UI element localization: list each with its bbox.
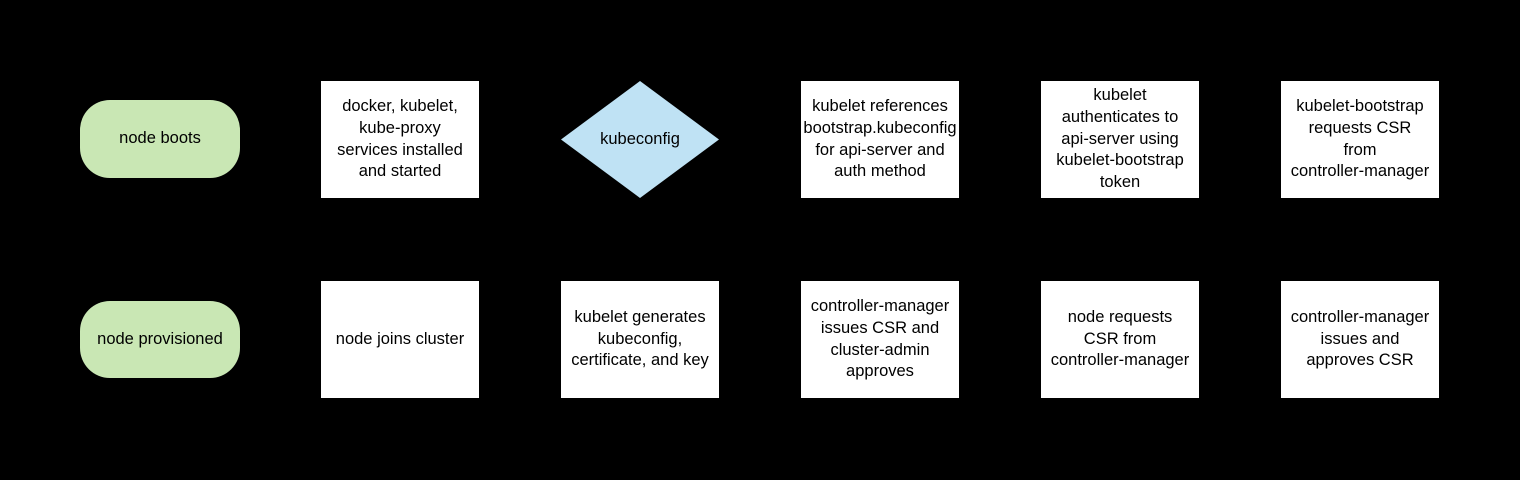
node-label: node joins cluster — [335, 329, 465, 348]
process-node-joins-cluster: node joins cluster — [321, 281, 479, 398]
node-label: kubelet-bootstrap requests CSR from cont… — [1290, 97, 1430, 181]
node-label: kubeconfig — [600, 129, 680, 148]
decision-kubeconfig: kubeconfig — [561, 81, 719, 198]
process-kubelet-bootstrap-requests-csr: kubelet-bootstrap requests CSR from cont… — [1281, 81, 1439, 198]
node-label: node boots — [119, 129, 201, 148]
process-kubelet-references-bootstrap-kubeconfig: kubelet references bootstrap.kubeconfig … — [801, 81, 959, 198]
process-kubelet-generates-kubeconfig: kubelet generates kubeconfig, certificat… — [561, 281, 719, 398]
process-controller-manager-issues-csr-cluster-admin-approves: controller-manager issues CSR and cluste… — [801, 281, 959, 398]
node-label: kubelet generates kubeconfig, certificat… — [571, 307, 709, 370]
process-controller-manager-issues-and-approves-csr: controller-manager issues and approves C… — [1281, 281, 1439, 398]
node-label: controller-manager issues CSR and cluste… — [810, 297, 950, 381]
terminator-node-boots: node boots — [80, 100, 240, 178]
node-label: node provisioned — [97, 329, 223, 348]
process-node-requests-csr: node requests CSR from controller-manage… — [1041, 281, 1199, 398]
node-label: kubelet authenticates to api-server usin… — [1056, 86, 1184, 192]
process-kubelet-authenticates-to-api-server: kubelet authenticates to api-server usin… — [1041, 81, 1199, 198]
process-services-installed-and-started: docker, kubelet, kube-proxy services ins… — [321, 81, 479, 198]
node-label: kubelet references bootstrap.kubeconfig … — [803, 97, 957, 181]
node-label: node requests CSR from controller-manage… — [1050, 307, 1190, 370]
terminator-node-provisioned: node provisioned — [80, 301, 240, 378]
node-label: docker, kubelet, kube-proxy services ins… — [337, 97, 463, 181]
node-label: controller-manager issues and approves C… — [1290, 307, 1430, 370]
